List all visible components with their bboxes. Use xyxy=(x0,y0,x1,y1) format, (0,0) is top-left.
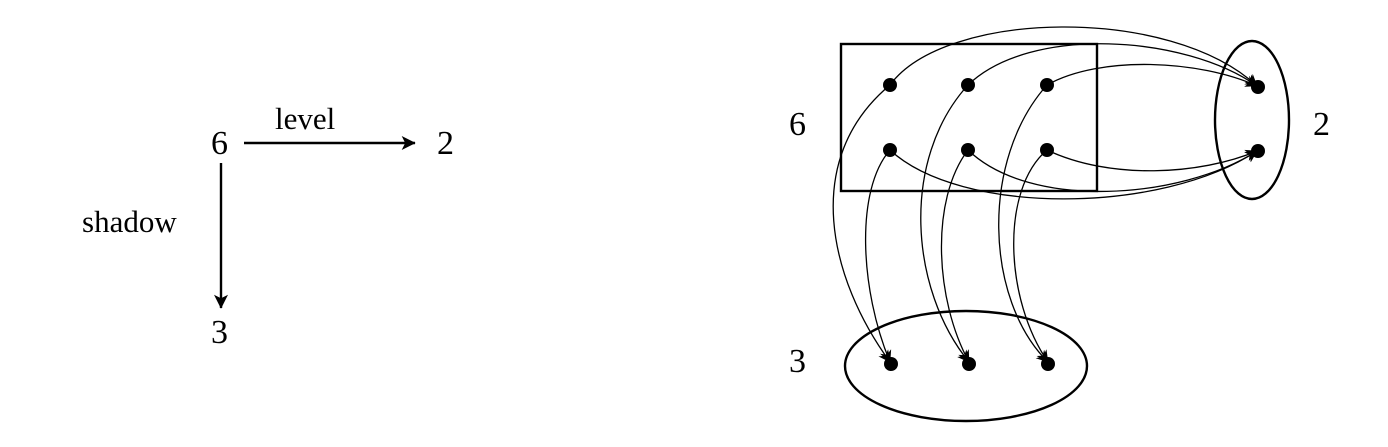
rect-points xyxy=(883,78,1054,157)
edge-r5-to-bottom-right xyxy=(967,149,1258,193)
node-6-label: 6 xyxy=(211,125,228,162)
bottom-ellipse-points xyxy=(884,357,1055,371)
ellipse-3-label: 3 xyxy=(789,343,806,380)
level-shadow-diagram: 6 2 3 level shadow xyxy=(82,101,454,351)
mapping-diagram: 6 2 3 xyxy=(789,26,1330,423)
right-ellipse-points xyxy=(1251,80,1265,158)
point xyxy=(1251,80,1265,94)
edge-r4-to-bottom-left xyxy=(864,149,892,363)
six-point-rectangle xyxy=(839,42,1099,193)
shadow-edges xyxy=(832,84,1049,363)
point xyxy=(884,357,898,371)
edge-r6-to-bottom-right xyxy=(1013,149,1049,363)
point xyxy=(883,143,897,157)
point xyxy=(883,78,897,92)
point xyxy=(1041,357,1055,371)
point xyxy=(1040,143,1054,157)
point xyxy=(1040,78,1054,92)
point xyxy=(961,78,975,92)
edge-r1-to-top-right xyxy=(889,26,1258,87)
edge-r6-to-bottom-right xyxy=(1046,149,1258,172)
edge-r3-to-top-right xyxy=(1046,63,1258,87)
two-point-ellipse xyxy=(1213,39,1291,201)
point xyxy=(962,357,976,371)
node-3-label: 3 xyxy=(211,314,228,351)
level-label: level xyxy=(275,101,335,136)
edge-r2-to-bottom-mid xyxy=(920,84,970,363)
three-point-ellipse xyxy=(843,309,1089,423)
point xyxy=(1251,144,1265,158)
rect-6-label: 6 xyxy=(789,106,806,143)
ellipse-2-label: 2 xyxy=(1313,106,1330,143)
edge-r3-to-bottom-right xyxy=(998,84,1049,363)
node-2-label: 2 xyxy=(437,125,454,162)
shadow-label: shadow xyxy=(82,204,177,239)
point xyxy=(961,143,975,157)
edge-r1-to-bottom-left xyxy=(832,84,891,363)
edge-r2-to-top-right xyxy=(967,43,1258,87)
level-edges xyxy=(889,26,1258,200)
edge-r5-to-bottom-mid xyxy=(940,149,970,363)
